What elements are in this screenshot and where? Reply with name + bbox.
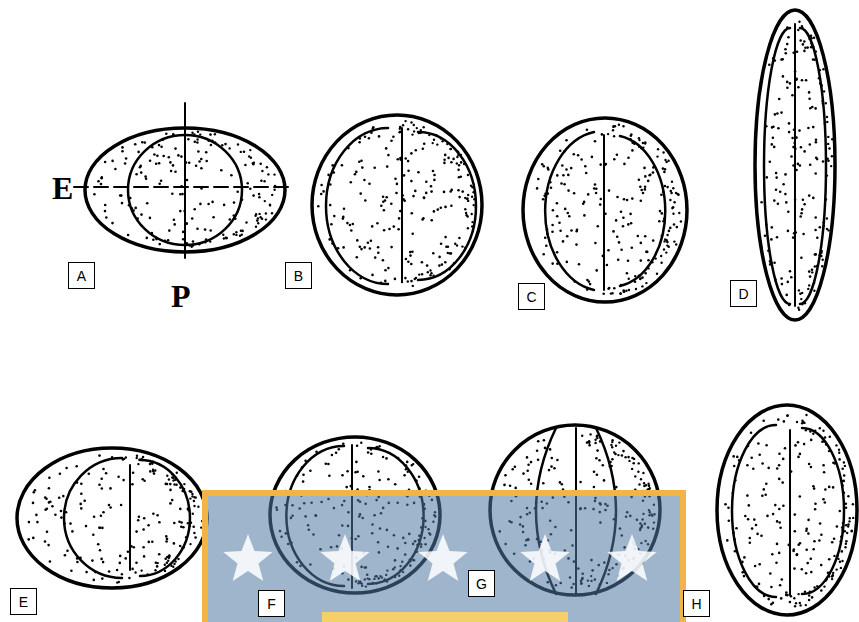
pollen-grain-outline — [17, 448, 207, 588]
letter-box: G — [468, 570, 495, 597]
letter-box: A — [68, 262, 95, 289]
colpus-margin — [620, 136, 665, 286]
panel-letter: D — [738, 287, 748, 301]
panel-letter: G — [476, 577, 487, 591]
colpus-margin — [732, 425, 776, 597]
colpus-margin — [800, 28, 826, 304]
axis-label: E — [52, 172, 73, 204]
equatorial-axis — [74, 186, 292, 188]
letter-box: E — [10, 588, 37, 615]
letter-box: H — [683, 590, 710, 617]
letter-box: F — [258, 590, 285, 617]
pollen-grain-outline — [312, 115, 482, 295]
letter-box: C — [518, 283, 545, 310]
pollen-grain-outline — [717, 405, 857, 615]
panel-letter: H — [691, 597, 701, 611]
colpus-margin — [545, 132, 594, 290]
pollen-grain-outline — [755, 10, 835, 320]
colpus-line — [794, 24, 796, 306]
letter-box: D — [730, 280, 757, 307]
axis-label: P — [171, 280, 191, 312]
colpus-margin — [326, 128, 388, 284]
colpus-line — [789, 430, 791, 595]
colpus-margin — [418, 132, 476, 280]
colpus-line — [603, 135, 605, 290]
colpus-line — [129, 465, 131, 570]
panel-letter: F — [267, 597, 276, 611]
pollen-grain-outline — [523, 118, 687, 302]
panel-letter: A — [77, 269, 86, 283]
colpus-line — [401, 128, 403, 282]
panel-letter: C — [526, 290, 536, 304]
watermark — [205, 493, 683, 622]
colpus-margin — [140, 460, 190, 576]
colpus-margin — [802, 428, 844, 594]
colpus-margin — [64, 458, 122, 578]
panel-letter: E — [19, 595, 28, 609]
letter-box: B — [285, 262, 312, 289]
colpus-margin — [764, 28, 790, 304]
polar-axis — [184, 103, 186, 258]
panel-letter: B — [294, 269, 303, 283]
